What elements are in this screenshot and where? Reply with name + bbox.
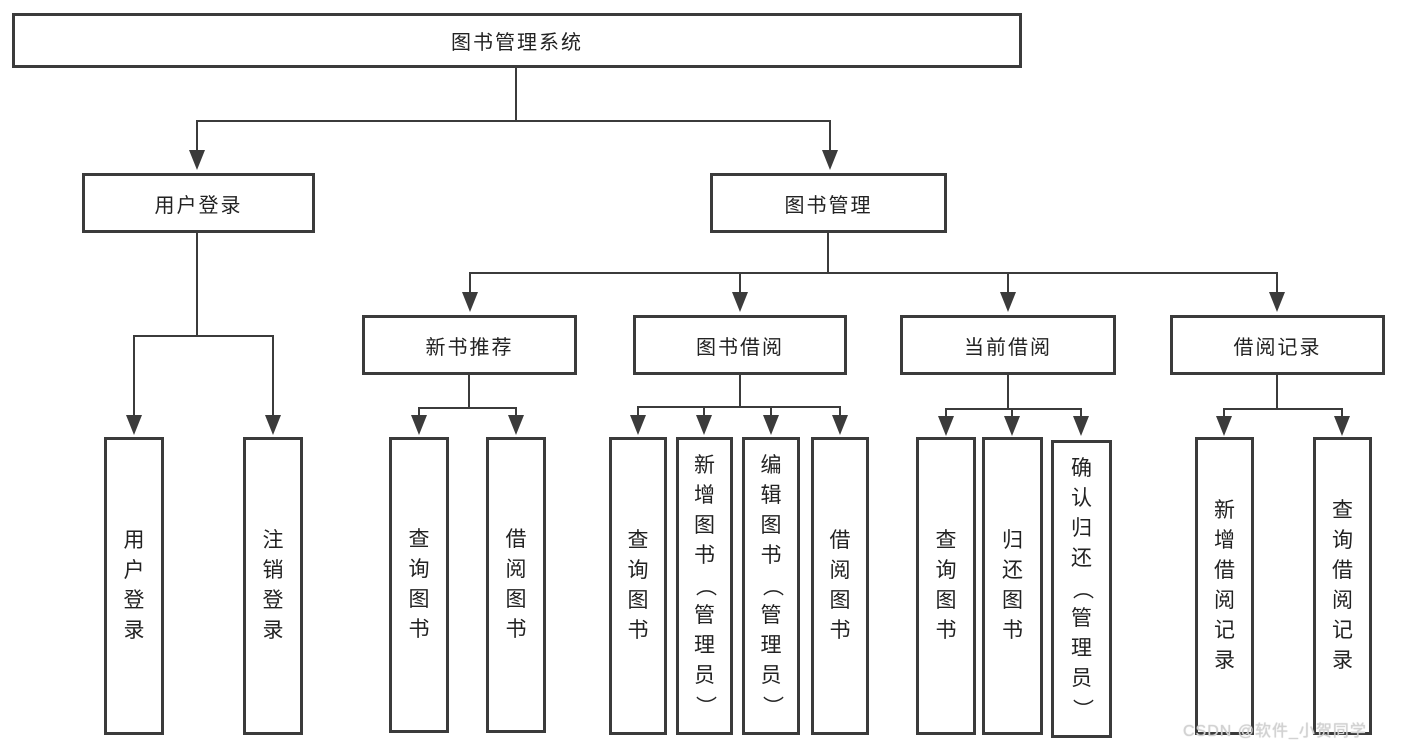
- node-current-borrowing: 当前借阅: [900, 315, 1116, 375]
- connector-root-hbar: [196, 120, 831, 122]
- connector-to-leaf: [839, 406, 841, 417]
- watermark: CSDN @软件_小贺同学: [1183, 723, 1367, 740]
- leaf-borrow-books: 借阅图书: [486, 437, 546, 733]
- connector-borrow-records-stem: [1276, 375, 1278, 408]
- connector-book-borrow-stem: [739, 375, 741, 406]
- connector-to-new-books: [469, 272, 471, 294]
- arrow-down-icon: [1004, 416, 1020, 436]
- connector-book-mgmt-hbar: [469, 272, 1278, 274]
- node-label: 图书管理系统: [451, 32, 583, 54]
- node-library-management-system: 图书管理系统: [12, 13, 1022, 68]
- leaf-query-borrow-record: 查询借阅记录: [1313, 437, 1372, 735]
- node-label: 图书管理: [784, 194, 873, 217]
- arrow-down-icon: [696, 415, 712, 435]
- connector-to-leaf: [1341, 408, 1343, 418]
- connector-user-login-stem: [196, 233, 198, 335]
- leaf-add-books-admin: 新增图书（管理员）: [676, 437, 733, 735]
- leaf-add-borrow-record: 新增借阅记录: [1195, 437, 1254, 735]
- node-book-management: 图书管理: [710, 173, 947, 233]
- connector-to-leaf: [637, 406, 639, 417]
- connector-to-leaf: [1011, 408, 1013, 418]
- node-label: 图书借阅: [696, 336, 784, 359]
- connector-to-book-mgmt: [829, 120, 831, 152]
- arrow-down-icon: [1216, 416, 1232, 436]
- leaf-query-books: 查询图书: [609, 437, 667, 735]
- node-borrowing-records: 借阅记录: [1170, 315, 1385, 375]
- connector-new-books-hbar: [418, 407, 517, 409]
- leaf-logout: 注销登录: [243, 437, 303, 735]
- connector-to-leaf: [418, 407, 420, 417]
- arrow-down-icon: [822, 150, 838, 170]
- node-label: 借阅记录: [1233, 336, 1322, 359]
- connector-to-leaf: [272, 335, 274, 417]
- connector-new-books-stem: [468, 375, 470, 407]
- connector-user-login-hbar: [133, 335, 274, 337]
- node-book-borrowing: 图书借阅: [633, 315, 847, 375]
- connector-to-leaf: [515, 407, 517, 417]
- leaf-user-login: 用户登录: [104, 437, 164, 735]
- arrow-down-icon: [265, 415, 281, 435]
- arrow-down-icon: [763, 415, 779, 435]
- arrow-down-icon: [1073, 416, 1089, 436]
- connector-to-leaf: [703, 406, 705, 417]
- arrow-down-icon: [126, 415, 142, 435]
- node-label: 新书推荐: [425, 336, 514, 359]
- connector-to-leaf: [770, 406, 772, 417]
- connector-to-current-borrow: [1007, 272, 1009, 294]
- arrow-down-icon: [832, 415, 848, 435]
- arrow-down-icon: [938, 416, 954, 436]
- arrow-down-icon: [630, 415, 646, 435]
- node-label: 当前借阅: [964, 336, 1052, 359]
- arrow-down-icon: [1334, 416, 1350, 436]
- connector-to-leaf: [1080, 408, 1082, 418]
- arrow-down-icon: [462, 292, 478, 312]
- arrow-down-icon: [1000, 292, 1016, 312]
- connector-to-user-login: [196, 120, 198, 152]
- leaf-confirm-return-admin: 确认归还（管理员）: [1051, 440, 1112, 738]
- connector-to-borrow-records: [1276, 272, 1278, 294]
- node-user-login: 用户登录: [82, 173, 315, 233]
- leaf-return-books: 归还图书: [982, 437, 1043, 735]
- connector-to-leaf: [1223, 408, 1225, 418]
- arrow-down-icon: [732, 292, 748, 312]
- node-label: 用户登录: [154, 194, 243, 217]
- connector-borrow-records-hbar: [1224, 408, 1343, 410]
- connector-current-borrow-stem: [1007, 375, 1009, 408]
- leaf-borrow-books: 借阅图书: [811, 437, 869, 735]
- leaf-edit-books-admin: 编辑图书（管理员）: [742, 437, 800, 735]
- connector-current-borrow-hbar: [946, 408, 1082, 410]
- arrow-down-icon: [508, 415, 524, 435]
- arrow-down-icon: [411, 415, 427, 435]
- connector-to-leaf: [133, 335, 135, 417]
- arrow-down-icon: [189, 150, 205, 170]
- connector-book-borrow-hbar: [638, 406, 841, 408]
- connector-to-book-borrow: [739, 272, 741, 294]
- leaf-query-books: 查询图书: [916, 437, 976, 735]
- connector-to-leaf: [945, 408, 947, 418]
- node-new-book-recommend: 新书推荐: [362, 315, 577, 375]
- connector-root-stem: [515, 68, 517, 120]
- leaf-query-books: 查询图书: [389, 437, 449, 733]
- arrow-down-icon: [1269, 292, 1285, 312]
- connector-book-mgmt-stem: [827, 233, 829, 272]
